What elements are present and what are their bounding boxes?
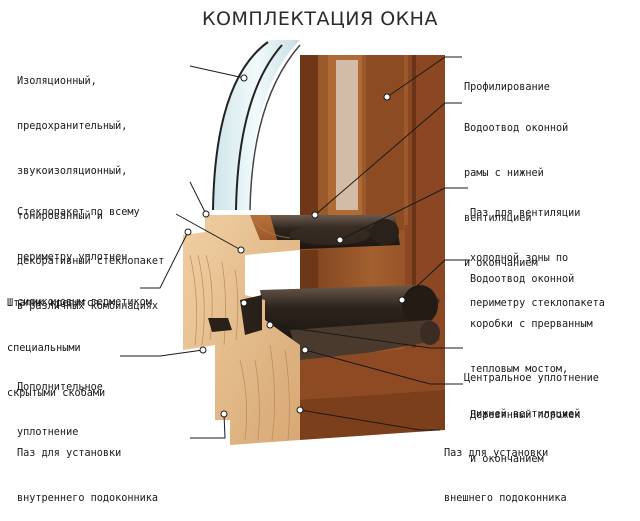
leader-dots bbox=[184, 74, 406, 418]
label-glass-sealant: Стеклопакет по всему периметру уплотнен … bbox=[17, 207, 152, 308]
frame-drip-profile bbox=[260, 285, 440, 365]
glass-unit bbox=[212, 40, 301, 211]
label-glass-unit: Изоляционный, предохранительный, звукоиз… bbox=[17, 76, 165, 312]
label-box-drain: Водоотвод оконной коробки с прерванным т… bbox=[470, 274, 593, 465]
page-title: КОМПЛЕКТАЦИЯ ОКНА bbox=[202, 8, 438, 30]
window-section-diagram bbox=[120, 40, 470, 445]
leader-lines bbox=[120, 56, 470, 439]
sill-wood bbox=[300, 345, 445, 440]
label-wooden-threshold: Деревянный порожек bbox=[470, 410, 581, 421]
label-central-seal: Центральное уплотнение bbox=[464, 373, 599, 384]
label-inner-sill-groove: Паз для установки внутреннего подоконник… bbox=[17, 448, 159, 504]
label-additional-seal: Дополнительное уплотнение bbox=[17, 382, 103, 438]
label-outer-sill-groove: Паз для установки внешнего подоконника bbox=[444, 448, 567, 504]
label-glazing-bead: Штапик крепится специальными скрытыми ск… bbox=[7, 298, 106, 399]
label-profiling: Профилирование bbox=[464, 82, 550, 93]
label-sash-drain: Водоотвод оконной рамы с нижней вентиляц… bbox=[464, 123, 569, 269]
label-vent-groove: Паз для вентиляции холодной зоны по пери… bbox=[470, 208, 605, 309]
